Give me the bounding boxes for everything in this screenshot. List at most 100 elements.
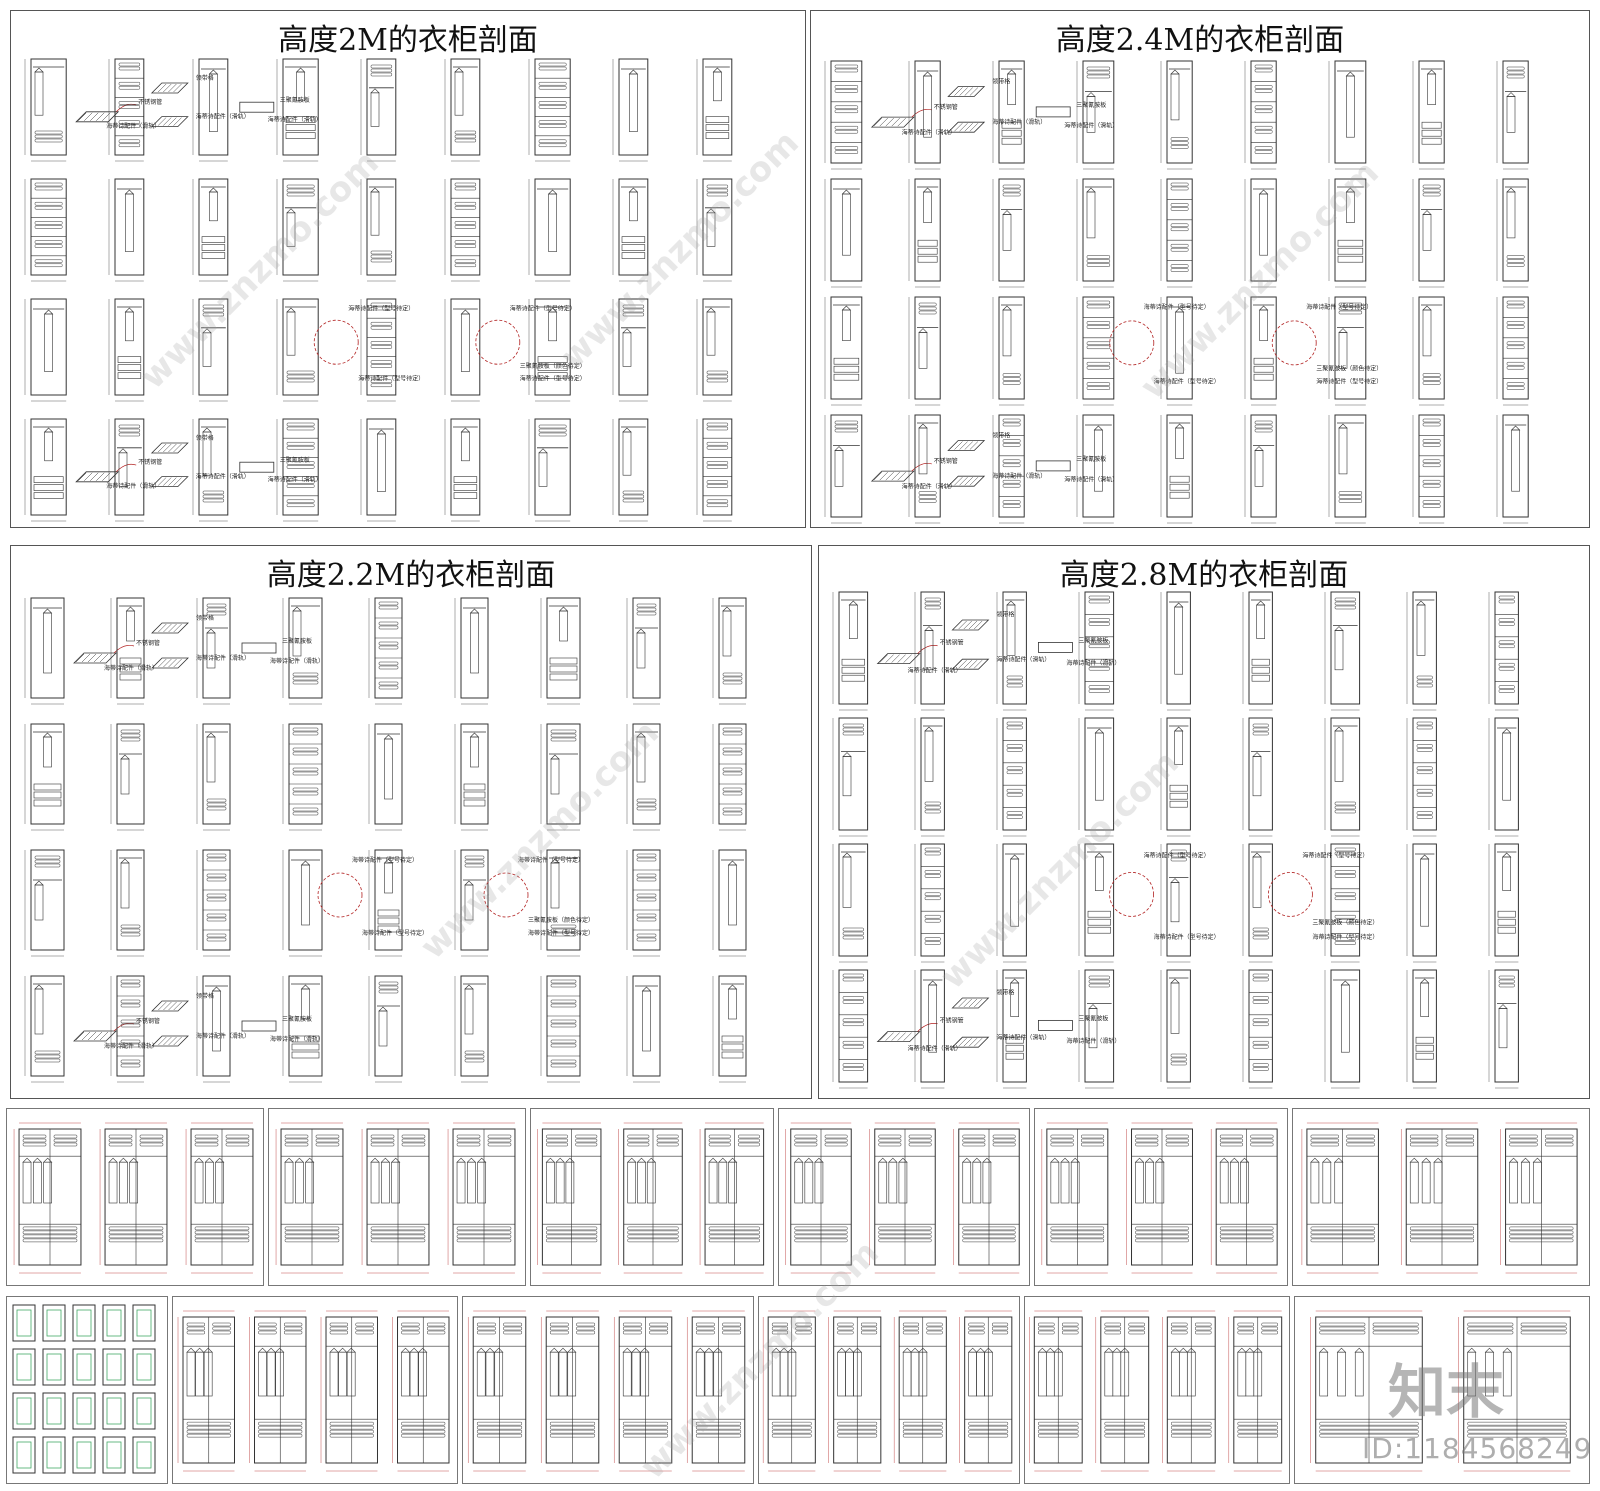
pullout-tray — [75, 471, 120, 483]
wardrobe-section — [1406, 717, 1437, 837]
door-style — [102, 1348, 126, 1386]
sheet-elev-1-drawing — [13, 1122, 254, 1274]
wardrobe-section — [540, 597, 581, 705]
wardrobe-section — [1242, 969, 1273, 1089]
door-panel-inset — [16, 1397, 32, 1425]
annotation-label: 三聚氰胺板（颜色待定） — [520, 362, 586, 370]
wardrobe-section — [108, 418, 145, 522]
elevation-unit — [785, 1122, 852, 1274]
wardrobe-section — [368, 597, 403, 705]
wardrobe-section — [1496, 296, 1529, 406]
annotation-label: 领带格 — [196, 992, 214, 1000]
panel-title-2-8m: 高度2.8M的衣柜剖面 — [1059, 558, 1349, 593]
panel-2-4m-drawing: 不锈钢管海蒂诗配件（滑轨）领带格海蒂诗配件（滑轨）三聚氰胺板海蒂诗配件（滑轨）海… — [824, 60, 1529, 524]
wardrobe-section — [1076, 414, 1115, 524]
panel-2-4m: 高度2.4M的衣柜剖面 不锈钢管海蒂诗配件（滑轨）领带格海蒂诗配件（滑轨）三聚氰… — [810, 10, 1590, 528]
door-style — [42, 1304, 66, 1342]
annotation-label: 领带格 — [196, 434, 214, 442]
image-id-label: ID:1184568249 — [1362, 1432, 1593, 1465]
annotation-label: 三聚氰胺板（颜色待定） — [1312, 919, 1378, 927]
door-style — [132, 1304, 156, 1342]
elevation-unit — [275, 1122, 344, 1274]
drawer-box — [1037, 642, 1073, 653]
wardrobe-section — [996, 591, 1027, 711]
wardrobe-section — [196, 849, 231, 957]
wardrobe-section — [696, 418, 733, 522]
wardrobe-section — [612, 178, 649, 282]
annotation-label: 海蒂诗配件（型号待定） — [358, 375, 424, 383]
wardrobe-section — [612, 418, 649, 522]
sheet-sec-3-drawing — [762, 1310, 1013, 1472]
wardrobe-section — [1406, 591, 1437, 711]
wardrobe-section — [824, 296, 863, 406]
door-style — [72, 1348, 96, 1386]
annotation-label: 海蒂诗配件（型号待定） — [352, 856, 418, 864]
annotation-label: 海蒂诗配件（型号待定） — [518, 856, 584, 864]
detail-callout — [483, 872, 529, 918]
wardrobe-section — [1412, 296, 1445, 406]
wardrobe-section — [696, 178, 733, 282]
elevation-unit — [447, 1122, 516, 1274]
annotation-label: 海蒂诗配件（滑轨） — [268, 115, 322, 123]
annotation-label: 三聚氰胺板 — [280, 96, 310, 104]
sheet-sec-1-drawing — [177, 1310, 450, 1472]
wardrobe-section — [1488, 969, 1519, 1089]
wardrobe-section — [528, 418, 571, 522]
wardrobe-section — [1328, 296, 1367, 406]
annotation-label: 不锈钢管 — [136, 639, 160, 647]
wardrobe-section — [824, 414, 863, 524]
wardrobe-section — [1242, 843, 1273, 963]
annotation-label: 海蒂诗配件（型号待定） — [1154, 933, 1220, 941]
wardrobe-section — [992, 414, 1025, 524]
annotation-label: 领带格 — [196, 74, 214, 82]
elevation-unit — [1126, 1122, 1193, 1274]
wardrobe-section — [110, 597, 145, 705]
wardrobe-section — [444, 418, 481, 522]
door-panel-inset — [46, 1397, 62, 1425]
door-style — [72, 1304, 96, 1342]
elevation-unit — [1095, 1310, 1150, 1472]
annotation-label: 海蒂诗配件（滑轨） — [196, 1032, 250, 1040]
door-style — [42, 1348, 66, 1386]
wardrobe-section — [712, 849, 747, 957]
leader-line — [917, 645, 938, 654]
detail-callout — [1267, 871, 1313, 917]
annotation-label: 海蒂诗配件（滑轨） — [1064, 121, 1118, 129]
drawer-box — [1037, 1019, 1073, 1031]
wardrobe-section — [192, 418, 229, 522]
pullout-tray — [870, 470, 915, 482]
door-style — [132, 1392, 156, 1430]
wardrobe-section — [360, 298, 397, 402]
sheet-sec-1 — [172, 1296, 458, 1484]
wardrobe-section — [1496, 414, 1529, 524]
wardrobe-section — [824, 178, 863, 288]
wardrobe-section — [1412, 178, 1445, 288]
annotation-label: 不锈钢管 — [934, 103, 958, 111]
leader-line — [113, 644, 135, 654]
wardrobe-section — [1244, 178, 1277, 288]
wardrobe-section — [282, 597, 323, 705]
door-panel-inset — [136, 1353, 152, 1381]
wardrobe-section — [992, 178, 1025, 288]
annotation-label: 海蒂诗配件（型号待定） — [362, 929, 428, 937]
sheet-elev-6 — [1292, 1108, 1590, 1286]
door-panel-inset — [76, 1397, 92, 1425]
elevation-unit — [1041, 1122, 1109, 1274]
wardrobe-section — [1328, 60, 1367, 170]
wardrobe-section — [196, 597, 231, 705]
wardrobe-section — [368, 975, 403, 1083]
wardrobe-section — [24, 298, 67, 402]
wardrobe-section — [528, 178, 571, 282]
drawer-box — [1035, 460, 1071, 472]
wardrobe-section — [282, 723, 323, 831]
wardrobe-section — [24, 975, 65, 1083]
wardrobe-section — [832, 717, 869, 837]
annotation-label: 海蒂诗配件（型号待定） — [1144, 851, 1210, 859]
wardrobe-section — [1406, 843, 1437, 963]
door-style — [72, 1392, 96, 1430]
wardrobe-section — [914, 591, 945, 711]
wardrobe-section — [368, 849, 403, 957]
elevation-unit — [537, 1122, 602, 1274]
door-panel-inset — [106, 1309, 122, 1337]
door-style — [42, 1436, 66, 1474]
